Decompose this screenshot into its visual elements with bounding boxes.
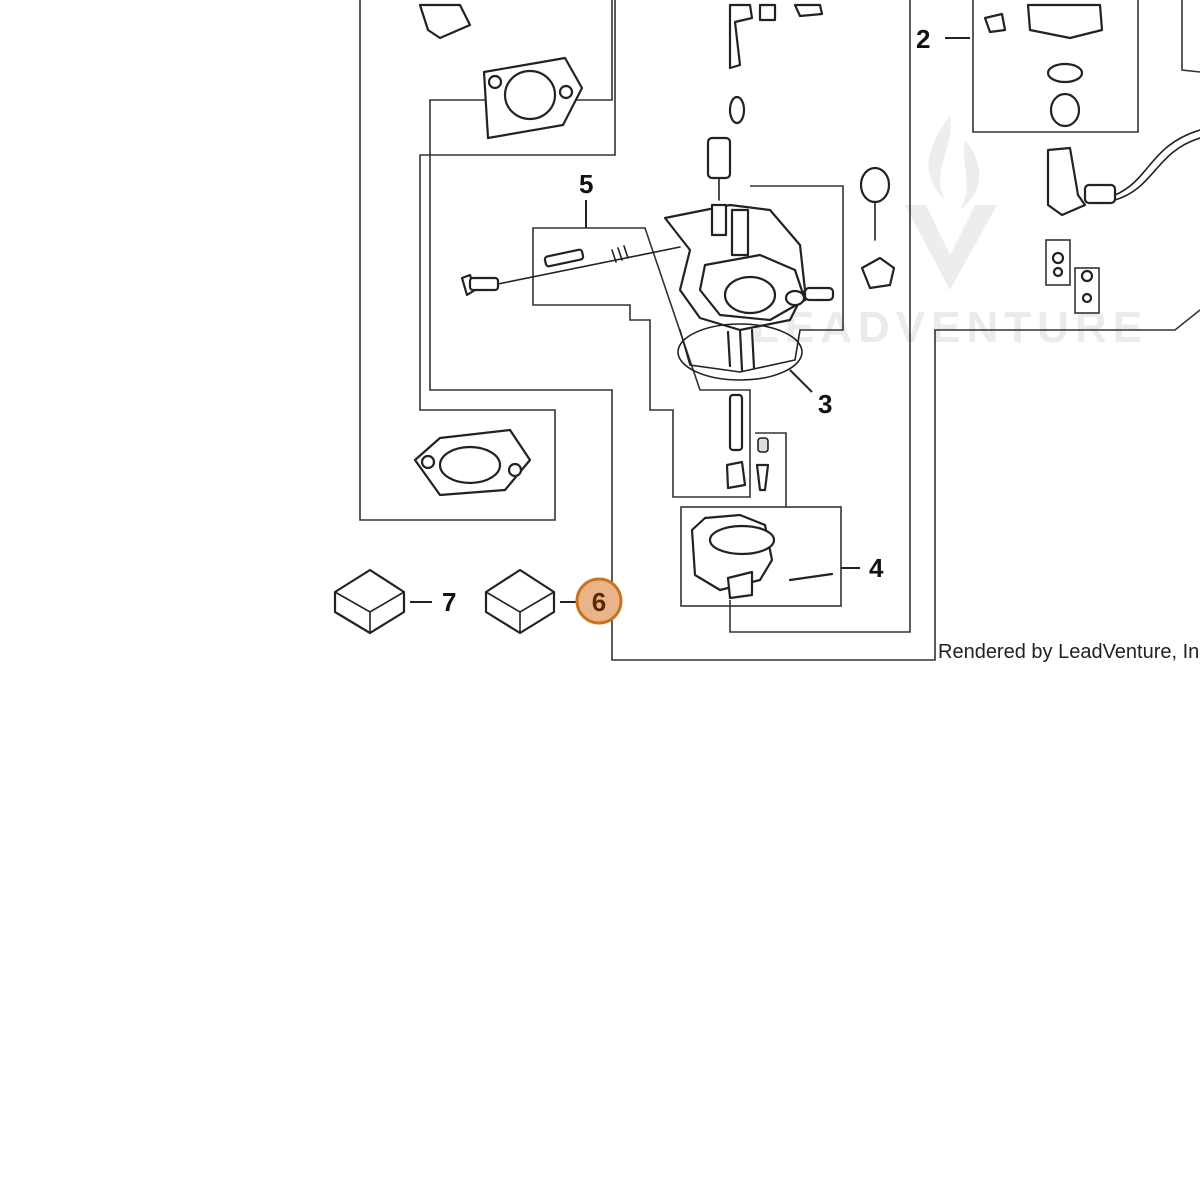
callout-6-highlight[interactable]: 6 bbox=[575, 577, 623, 625]
flame-logo-icon bbox=[905, 115, 997, 290]
gaskets bbox=[413, 3, 584, 497]
callout-5[interactable]: 5 bbox=[579, 169, 593, 199]
part-box-6 bbox=[484, 568, 556, 635]
callout-7[interactable]: 7 bbox=[442, 587, 456, 617]
callouts: 2 5 3 4 7 6 bbox=[442, 24, 930, 625]
callout-3[interactable]: 3 bbox=[818, 389, 832, 419]
part-box-7 bbox=[333, 568, 406, 635]
part-group-5 bbox=[460, 227, 751, 498]
credit-text: Rendered by LeadVenture, Inc. bbox=[938, 641, 1200, 663]
callout-6[interactable]: 6 bbox=[592, 587, 606, 617]
callout-2[interactable]: 2 bbox=[916, 24, 930, 54]
part-group-4 bbox=[680, 506, 842, 607]
mixture-screw bbox=[460, 245, 681, 297]
carburetor bbox=[663, 3, 896, 393]
leader-lines bbox=[410, 37, 970, 603]
part-group-2 bbox=[983, 3, 1104, 128]
watermark-text: LEADVENTURE bbox=[752, 303, 1148, 352]
callout-4[interactable]: 4 bbox=[869, 553, 884, 583]
sensor-parts bbox=[1045, 129, 1200, 314]
watermark: LEADVENTURE bbox=[752, 115, 1148, 352]
float-needle-parts bbox=[725, 393, 787, 507]
